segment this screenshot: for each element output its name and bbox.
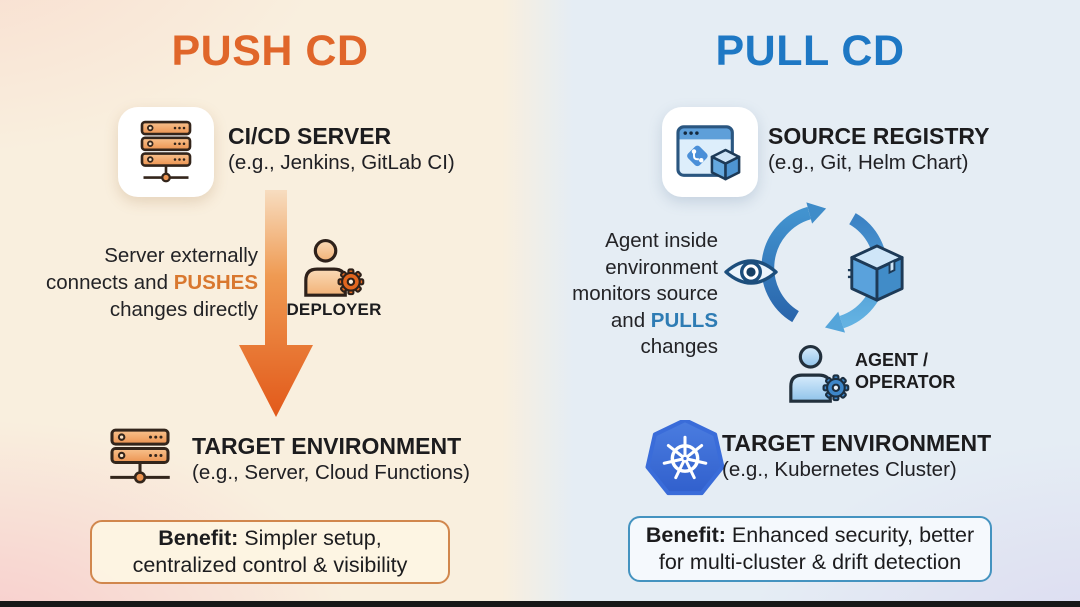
source-registry-icon xyxy=(676,125,741,181)
package-icon xyxy=(847,244,904,302)
pull-benefit-label: Benefit: xyxy=(645,523,726,547)
push-target-example: (e.g., Server, Cloud Functions) xyxy=(192,461,471,484)
target-server-icon xyxy=(110,428,170,484)
deployer-label: DEPLOYER xyxy=(286,300,382,319)
push-benefit-line1: Simpler setup, xyxy=(238,526,382,550)
pushes-word: PUSHES xyxy=(173,271,258,294)
deployer: DEPLOYER xyxy=(282,236,386,320)
agent-label-line2: OPERATOR xyxy=(855,372,956,392)
push-cd-title: PUSH CD xyxy=(171,27,369,75)
agent-operator-label: AGENT / OPERATOR xyxy=(855,349,955,393)
push-benefit-label: Benefit: xyxy=(158,526,239,550)
push-flow-line3: changes directly xyxy=(109,298,258,321)
pull-flow-line1: Agent inside xyxy=(605,229,718,252)
push-benefit-line2: centralized control & visibility xyxy=(132,553,408,577)
pulls-word: PULLS xyxy=(650,308,718,332)
cicd-server-card xyxy=(118,107,214,197)
cicd-server-title: CI/CD SERVER xyxy=(228,123,392,149)
pull-flow-description: Agent inside environment monitors source… xyxy=(520,228,718,361)
cicd-server-label: CI/CD SERVER (e.g., Jenkins, GitLab CI) xyxy=(228,123,455,176)
pull-flow-line3: monitors source xyxy=(572,282,718,305)
push-down-arrow xyxy=(239,190,313,417)
letterbox-bottom-bar xyxy=(0,601,1080,607)
pull-benefit-line2: for multi-cluster & drift detection xyxy=(658,550,962,574)
pull-target-title: TARGET ENVIRONMENT xyxy=(722,430,992,456)
eye-monitor-icon xyxy=(724,259,778,285)
kubernetes-icon xyxy=(645,420,725,496)
pull-flow-line4: and xyxy=(610,308,651,332)
push-flow-line2: connects and xyxy=(46,271,174,294)
server-rack-icon xyxy=(140,120,192,183)
pull-target-label: TARGET ENVIRONMENT (e.g., Kubernetes Clu… xyxy=(722,430,991,483)
agent-label-line1: AGENT / xyxy=(855,350,929,370)
pull-benefit-line1: Enhanced security, better xyxy=(725,523,975,547)
pull-flow-line2: environment xyxy=(605,255,718,279)
agent-person-gear-icon xyxy=(789,344,850,403)
source-registry-title: SOURCE REGISTRY xyxy=(768,123,990,149)
cicd-server-example: (e.g., Jenkins, GitLab CI) xyxy=(228,151,455,174)
source-registry-label: SOURCE REGISTRY (e.g., Git, Helm Chart) xyxy=(768,123,990,176)
push-flow-description: Server externally connects and PUSHES ch… xyxy=(34,242,258,323)
push-target-label: TARGET ENVIRONMENT (e.g., Server, Cloud … xyxy=(192,433,470,486)
package-small-icon xyxy=(710,148,741,181)
pull-flow-line5: changes xyxy=(640,335,718,358)
deployer-person-gear-icon xyxy=(304,238,365,297)
source-registry-card xyxy=(662,107,758,197)
source-registry-example: (e.g., Git, Helm Chart) xyxy=(768,151,969,174)
pull-cd-title: PULL CD xyxy=(715,27,905,75)
push-target-title: TARGET ENVIRONMENT xyxy=(192,433,462,459)
push-benefit-box: Benefit: Simpler setup, centralized cont… xyxy=(90,520,450,584)
push-flow-line1: Server externally xyxy=(104,244,258,267)
pull-benefit-box: Benefit: Enhanced security, better for m… xyxy=(628,516,992,582)
pull-target-example: (e.g., Kubernetes Cluster) xyxy=(722,458,957,481)
